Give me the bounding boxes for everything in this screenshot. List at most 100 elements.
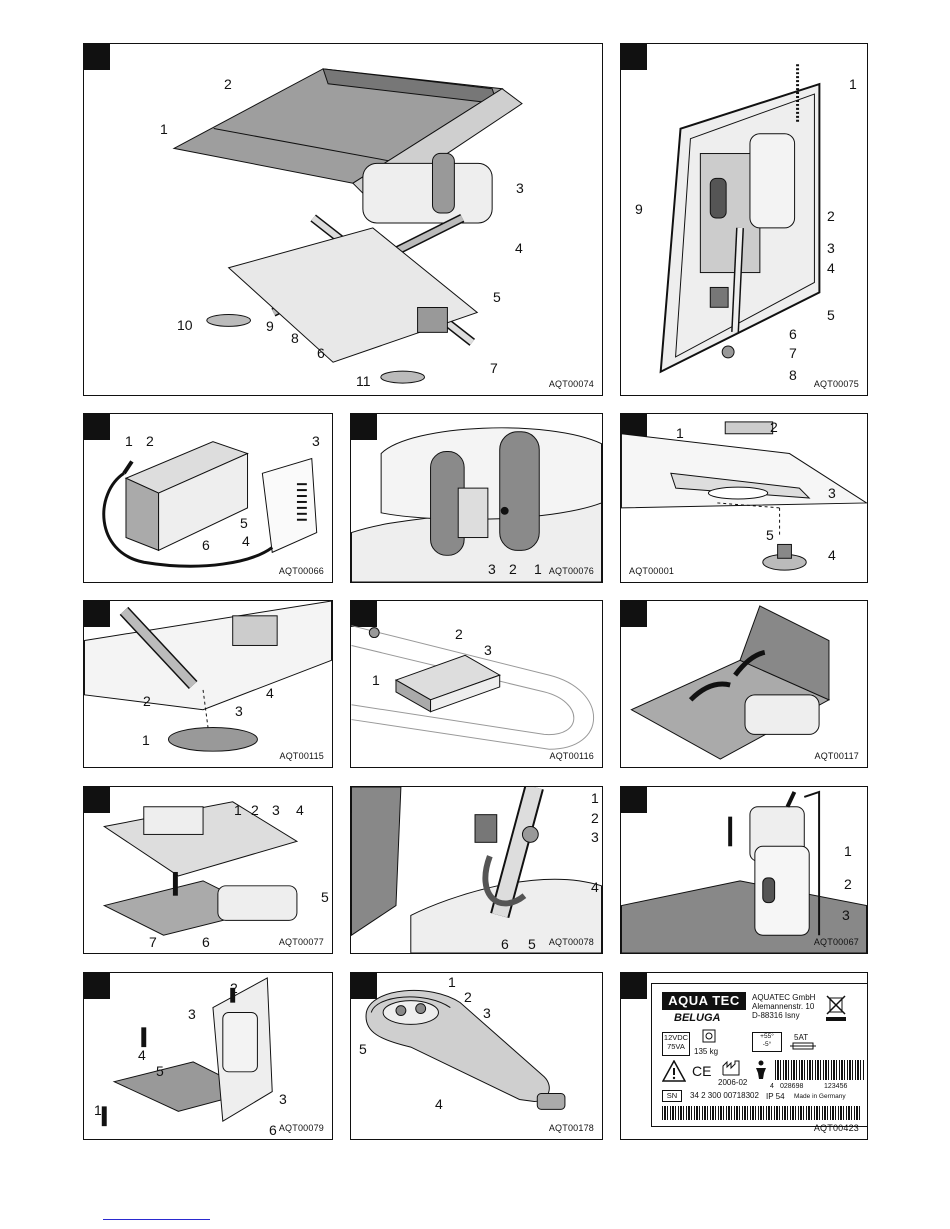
connector-closeup-illustration <box>351 427 602 582</box>
callout-4: 4 <box>827 260 835 276</box>
temperature-box: +55° -5° <box>752 1032 782 1052</box>
panel-marker <box>84 973 110 999</box>
callout-5: 5 <box>528 936 536 952</box>
motor-hook-illustration <box>621 790 867 953</box>
callout-1: 1 <box>534 561 542 577</box>
callout-8: 8 <box>789 367 797 383</box>
suction-cup-illustration <box>621 421 867 571</box>
callout-1: 1 <box>160 121 168 137</box>
callout-4: 4 <box>435 1096 443 1112</box>
figure-code: AQT00001 <box>629 566 675 576</box>
figure-code: AQT00115 <box>279 751 324 761</box>
callout-2: 2 <box>827 208 835 224</box>
figure-code: AQT00078 <box>548 937 594 947</box>
figure-panel-11: 1 2 3 AQT00067 <box>620 786 868 954</box>
callout-1: 1 <box>234 802 242 818</box>
callout-5: 5 <box>240 515 248 531</box>
bath-lift-illustration <box>172 68 523 384</box>
callout-11: 11 <box>356 373 371 389</box>
callout-6: 6 <box>269 1122 277 1138</box>
callout-2: 2 <box>509 561 517 577</box>
figure-panel-14: AQUA TEC BELUGA AQUATEC GmbH Alemannenst… <box>620 972 868 1140</box>
callout-3: 3 <box>827 240 835 256</box>
callout-1: 1 <box>849 76 857 92</box>
callout-2: 2 <box>143 693 151 709</box>
company-city: D-88316 Isny <box>752 1011 800 1020</box>
callout-2: 2 <box>464 989 472 1005</box>
figure-code: AQT00178 <box>548 1123 594 1133</box>
panel-marker <box>84 787 110 813</box>
callout-2: 2 <box>844 876 852 892</box>
callout-1: 1 <box>94 1102 102 1118</box>
figure-code: AQT00117 <box>814 751 859 761</box>
figure-panel-3: 1 2 3 4 5 6 AQT00066 <box>83 413 333 583</box>
panel-marker <box>621 973 647 999</box>
battery-charger-illustration <box>102 441 318 568</box>
assemble-seat-illustration <box>102 801 299 936</box>
callout-9: 9 <box>635 201 643 217</box>
callout-3: 3 <box>591 829 599 845</box>
callout-1: 1 <box>844 843 852 859</box>
panel-marker <box>351 601 377 627</box>
company-name: AQUATEC GmbH <box>752 993 816 1002</box>
figure-panel-4: 1 2 3 AQT00076 <box>350 413 603 583</box>
callout-4: 4 <box>591 879 599 895</box>
callout-2: 2 <box>770 419 778 435</box>
callout-4: 4 <box>515 240 523 256</box>
callout-1: 1 <box>591 790 599 806</box>
figure-panel-2: 1 2 3 4 5 6 7 8 9 AQT00075 <box>620 43 868 396</box>
callout-3: 3 <box>272 802 280 818</box>
callout-6: 6 <box>202 537 210 553</box>
backrest-connect-illustration <box>351 787 602 953</box>
ean-part-2: 123456 <box>824 1083 848 1090</box>
weee-bin-icon <box>826 995 846 1021</box>
callout-8: 8 <box>291 330 299 346</box>
callout-3: 3 <box>483 1005 491 1021</box>
callout-4: 4 <box>296 802 304 818</box>
unfold-seat-illustration <box>630 605 831 760</box>
figure-panel-1: 1 2 3 4 5 6 7 8 9 10 11 AQT00074 <box>83 43 603 396</box>
panel-marker <box>351 973 377 999</box>
panel-marker <box>351 414 377 440</box>
figure-panel-8: AQT00117 <box>620 600 868 768</box>
figure-code: AQT00075 <box>813 379 859 389</box>
rating-box: 12VDC 75VA <box>662 1032 690 1056</box>
figure-code: AQT00066 <box>278 566 324 576</box>
made-in: Made in Germany <box>794 1093 846 1100</box>
manufacturer-icon <box>722 1060 740 1076</box>
figure-code: AQT00076 <box>548 566 594 576</box>
serial-number: 34 2 300 00718302 <box>690 1091 759 1100</box>
callout-10: 10 <box>177 317 193 333</box>
power-value: 75VA <box>667 1042 685 1051</box>
brand-logo: AQUA TEC <box>662 992 746 1010</box>
figure-panel-9: 1 2 3 4 5 6 7 AQT00077 <box>83 786 333 954</box>
callout-2: 2 <box>251 802 259 818</box>
callout-3: 3 <box>312 433 320 449</box>
serial-barcode <box>662 1106 862 1120</box>
backrest-motor-illustration <box>659 64 821 374</box>
callout-3: 3 <box>484 642 492 658</box>
disassembly-illustration <box>101 977 273 1127</box>
figure-code: AQT00116 <box>549 751 594 761</box>
figure-panel-10: 1 2 3 4 5 6 AQT00078 <box>350 786 603 954</box>
callout-7: 7 <box>149 934 157 950</box>
hand-control-illustration <box>365 990 566 1110</box>
body-type-icon <box>756 1060 766 1079</box>
callout-2: 2 <box>146 433 154 449</box>
callout-2: 2 <box>591 810 599 826</box>
callout-1: 1 <box>676 425 684 441</box>
callout-5: 5 <box>766 527 774 543</box>
ean-prefix: 4 <box>770 1083 774 1090</box>
ce-mark: CE <box>692 1063 712 1079</box>
callout-3: 3 <box>488 561 496 577</box>
figure-code: AQT00074 <box>548 379 594 389</box>
callout-5: 5 <box>359 1041 367 1057</box>
rating-plate: AQUA TEC BELUGA AQUATEC GmbH Alemannenst… <box>651 983 867 1127</box>
panel-marker <box>621 787 647 813</box>
callout-3b: 3 <box>279 1091 287 1107</box>
figure-panel-7: 1 2 3 AQT00116 <box>350 600 603 768</box>
callout-5: 5 <box>321 889 329 905</box>
ean-part-1: 028698 <box>780 1083 804 1090</box>
callout-2: 2 <box>455 626 463 642</box>
figure-panel-5: 1 2 3 4 5 AQT00001 <box>620 413 868 583</box>
